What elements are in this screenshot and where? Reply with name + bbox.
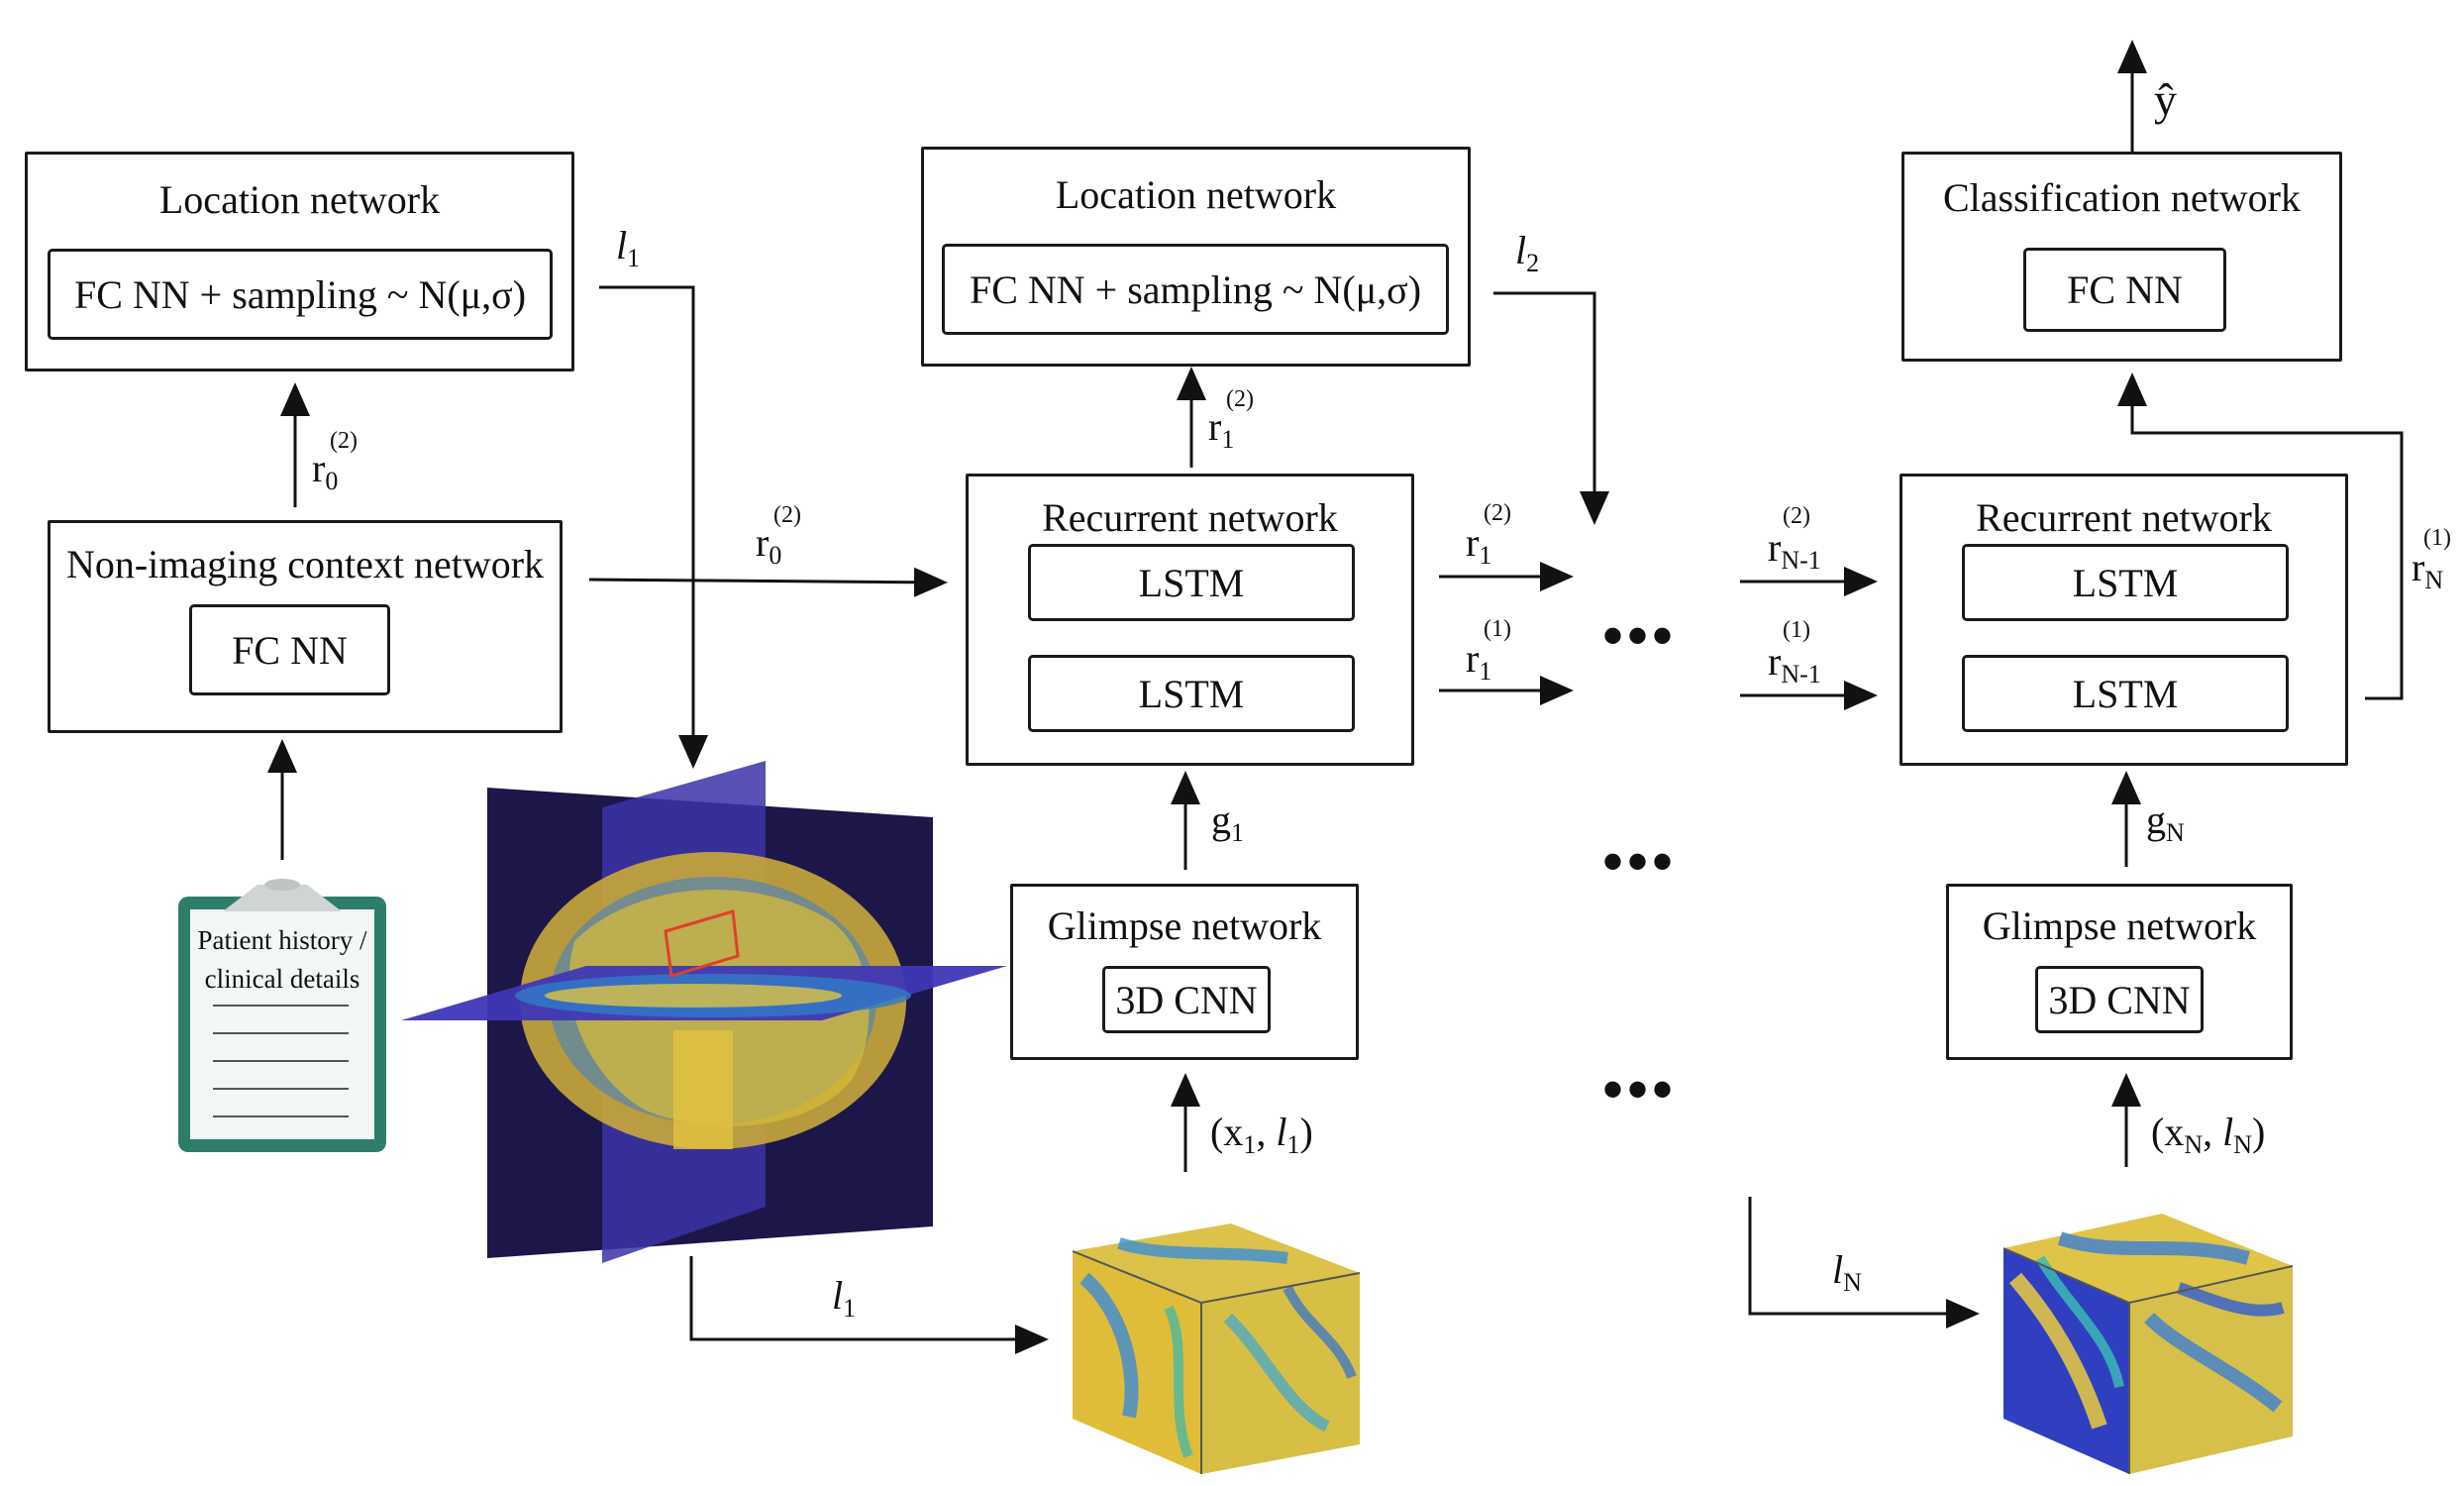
ellipsis-1: ••• bbox=[1602, 602, 1678, 669]
location-network-1: Location network FC NN + sampling ~ N(μ,… bbox=[25, 152, 574, 372]
recurrent-network-2-lstm-top: LSTM bbox=[1962, 544, 2289, 621]
arrow-l1-to-brain bbox=[599, 285, 708, 769]
arrow-rec2-to-cls bbox=[2117, 372, 2404, 700]
location-network-2: Location network FC NN + sampling ~ N(μ,… bbox=[921, 147, 1471, 367]
arrow-l2-down bbox=[1493, 291, 1609, 525]
output-y-hat: ŷ bbox=[2154, 74, 2177, 125]
label-r0-2-vertical: r0 bbox=[312, 446, 339, 495]
label-r1-2-right: r1 bbox=[1466, 520, 1492, 570]
glimpse-network-2-inner: 3D CNN bbox=[2035, 966, 2204, 1033]
label-l2: l2 bbox=[1515, 228, 1540, 277]
label-r0-2-horizontal-sup: (2) bbox=[773, 502, 801, 528]
label-l1-bottom: l1 bbox=[832, 1273, 857, 1323]
label-gN: gN bbox=[2146, 797, 2185, 847]
label-rN-1-2-sup: (2) bbox=[1783, 503, 1810, 529]
glimpse-network-1-title: Glimpse network bbox=[1047, 903, 1322, 948]
label-rN-1-sup: (1) bbox=[2423, 525, 2451, 551]
clipboard-line-1: Patient history / bbox=[197, 925, 367, 955]
location-network-1-title: Location network bbox=[158, 177, 441, 222]
glimpse-network-1: Glimpse network 3D CNN bbox=[1010, 884, 1359, 1060]
non-imaging-context-network-title: Non-imaging context network bbox=[65, 542, 545, 586]
recurrent-network-1-lstm-top: LSTM bbox=[1028, 544, 1355, 621]
glimpse-cube-1 bbox=[1072, 1223, 1361, 1474]
label-r1-1-right-sup: (1) bbox=[1484, 616, 1511, 642]
label-xN-lN: (xN, lN) bbox=[2151, 1110, 2266, 1159]
clipboard-icon bbox=[178, 879, 386, 1152]
recurrent-network-1-title: Recurrent network bbox=[1042, 495, 1338, 540]
label-g1: g1 bbox=[1211, 797, 1244, 847]
arrow-brain-to-cube1 bbox=[689, 1256, 1049, 1354]
recurrent-network-1: Recurrent network LSTM LSTM bbox=[966, 474, 1414, 766]
recurrent-network-2-title: Recurrent network bbox=[1976, 495, 2272, 540]
ellipsis-3: ••• bbox=[1602, 1056, 1678, 1122]
location-network-2-inner: FC NN + sampling ~ N(μ,σ) bbox=[942, 244, 1449, 335]
glimpse-cube-2 bbox=[2002, 1214, 2294, 1474]
glimpse-network-1-inner: 3D CNN bbox=[1102, 966, 1271, 1033]
label-lN-bottom: lN bbox=[1832, 1247, 1862, 1297]
label-r1-2-right-sup: (2) bbox=[1484, 500, 1511, 526]
recurrent-network-2: Recurrent network LSTM LSTM bbox=[1899, 474, 2348, 766]
label-r1-2-vertical: r1 bbox=[1208, 404, 1235, 454]
label-x1-l1: (x1, l1) bbox=[1210, 1110, 1313, 1159]
label-r0-2-vertical-sup: (2) bbox=[330, 428, 358, 454]
label-r0-2-horizontal: r0 bbox=[756, 520, 782, 570]
glimpse-network-2: Glimpse network 3D CNN bbox=[1946, 884, 2293, 1060]
non-imaging-context-network: Non-imaging context network FC NN bbox=[48, 520, 563, 733]
recurrent-network-1-lstm-bottom: LSTM bbox=[1028, 655, 1355, 732]
classification-network-title: Classification network bbox=[1942, 175, 2302, 220]
ellipsis-2: ••• bbox=[1602, 828, 1678, 895]
arrow-lN-to-cube2 bbox=[1748, 1197, 1980, 1328]
label-rN-1-1: rN-1 bbox=[1768, 639, 1821, 689]
location-network-1-inner: FC NN + sampling ~ N(μ,σ) bbox=[48, 249, 553, 340]
brain-mri-illustration bbox=[401, 761, 1007, 1263]
label-r1-2-vertical-sup: (2) bbox=[1226, 386, 1254, 412]
label-rN-1: rN bbox=[2412, 545, 2444, 594]
arrow-nic-to-rec1 bbox=[588, 567, 948, 597]
clipboard-text: Patient history / clinical details bbox=[183, 921, 381, 999]
glimpse-network-2-title: Glimpse network bbox=[1982, 903, 2257, 948]
non-imaging-context-network-inner: FC NN bbox=[189, 604, 390, 695]
classification-network-inner: FC NN bbox=[2023, 248, 2226, 332]
location-network-2-title: Location network bbox=[1055, 172, 1337, 217]
clipboard-line-2: clinical details bbox=[204, 964, 360, 995]
label-rN-1-2: rN-1 bbox=[1768, 525, 1821, 575]
label-rN-1-1-sup: (1) bbox=[1783, 617, 1810, 643]
label-l1-top: l1 bbox=[616, 223, 641, 272]
label-r1-1-right: r1 bbox=[1466, 636, 1492, 686]
classification-network: Classification network FC NN bbox=[1901, 152, 2342, 362]
recurrent-network-2-lstm-bottom: LSTM bbox=[1962, 655, 2289, 732]
